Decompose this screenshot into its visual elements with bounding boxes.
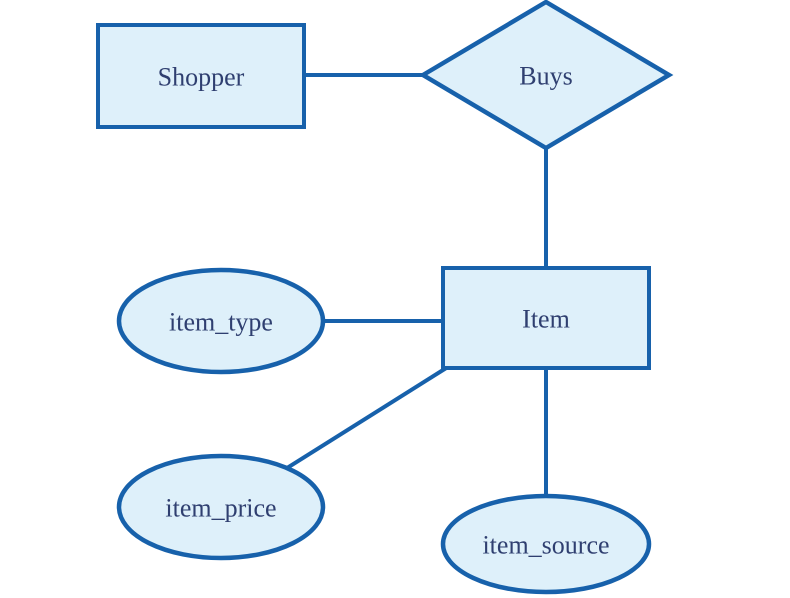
attribute-item_price: item_price: [116, 453, 326, 561]
attribute-item_type: item_type: [116, 267, 326, 375]
buys-diamond: [418, 0, 674, 151]
entity-shopper: Shopper: [96, 23, 306, 129]
entity-item: Item: [441, 266, 651, 370]
item-rectangle: [441, 266, 651, 370]
item_source-ellipse: [440, 493, 652, 595]
attribute-item_source: item_source: [440, 493, 652, 595]
item_type-ellipse: [116, 267, 326, 375]
item_price-ellipse: [116, 453, 326, 561]
shopper-rectangle: [96, 23, 306, 129]
relationship-buys: Buys: [418, 0, 674, 151]
